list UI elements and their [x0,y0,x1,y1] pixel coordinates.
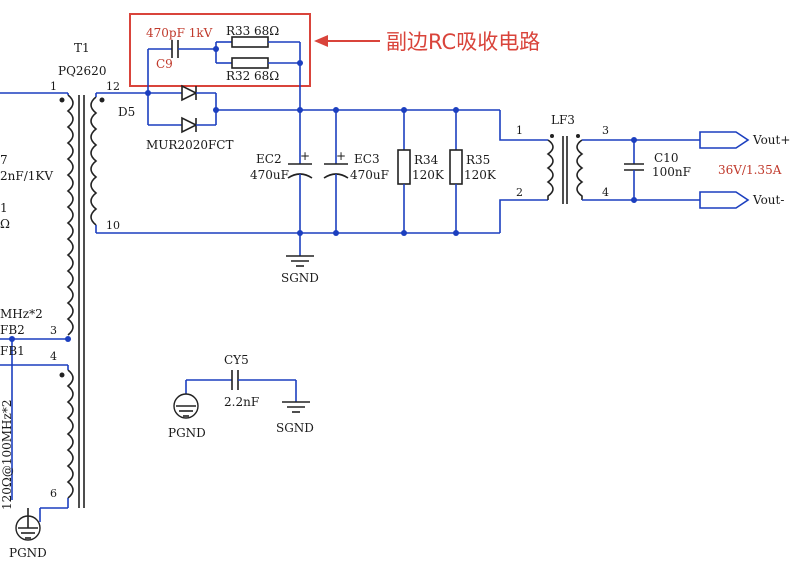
annotation-label: 副边RC吸收电路 [386,30,540,54]
ec3-value: 470uF [350,168,389,182]
lf3-pin-3: 3 [602,124,609,137]
cut-label-4: Ω [0,217,10,231]
cut-label-3: 1 [0,201,8,215]
t1-primary-winding [66,94,74,336]
vout-neg-port [699,191,750,209]
t1-pin-10: 10 [106,219,120,232]
lf3-pin-2: 2 [516,186,523,199]
c9-value: 470pF 1kV [146,26,213,40]
t1-pin-12: 12 [106,80,120,93]
vout-neg-label: Vout- [752,193,784,207]
svg-text:+: + [336,149,346,163]
r33-value: 68Ω [254,24,279,38]
snubber-highlight-box [129,13,311,87]
t1-ref: T1 [74,41,90,55]
cut-label-bead: 120Ω@100MHz*2 [0,400,14,510]
lf3-pin-1: 1 [516,124,523,137]
pgnd-symbol-cy5 [173,393,199,419]
vout-pos-port [699,131,750,149]
pgnd-symbol-left [15,508,41,541]
t1-pin-4: 4 [50,350,57,363]
r32-ref: R32 [226,69,250,83]
ec3-capacitor: + [323,110,349,233]
c10-capacitor [624,140,644,200]
c10-value: 100nF [652,165,691,179]
t1-pin-6: 6 [50,487,57,500]
r34-resistor [397,110,411,233]
t1-aux-winding [66,369,74,499]
r32-resistor [216,57,300,69]
r33-ref: R33 [226,24,250,38]
cut-label-fb2: FB2 [0,323,25,337]
c9-capacitor [147,40,216,93]
t1-pin-3: 3 [50,324,57,337]
r35-resistor [449,110,463,233]
lf3-pin-4: 4 [602,186,609,199]
ec2-value: 470uF [250,168,289,182]
vout-pos-label: Vout+ [752,133,790,147]
ec3-ref: EC3 [354,152,380,166]
sgnd-symbol-main [286,233,314,267]
d5-ref: D5 [118,105,135,119]
r33-resistor [215,36,300,63]
sgnd-symbol-cy5 [282,401,310,413]
t1-core [78,95,85,508]
svg-text:+: + [300,149,310,163]
r35-ref: R35 [466,153,490,167]
pgnd-label-cy5: PGND [168,426,206,440]
r32-value: 68Ω [254,69,279,83]
lf3-filter [546,134,584,204]
output-rating: 36V/1.35A [718,163,782,177]
ec2-capacitor: + [287,110,313,233]
cy5-ref: CY5 [224,353,249,367]
annotation-arrow [314,35,380,47]
cut-label-2: 2nF/1KV [0,169,53,183]
pgnd-label-left: PGND [9,546,47,560]
cut-label-1: 7 [0,153,8,167]
cut-label-fb1: FB1 [0,344,25,358]
cut-label-5: MHz*2 [0,307,43,321]
ec2-ref: EC2 [256,152,282,166]
c9-ref: C9 [156,57,173,71]
d5-diode [147,84,217,134]
r35-value: 120K [464,168,497,182]
sgnd-label-main: SGND [281,271,319,285]
t1-model: PQ2620 [58,64,106,78]
sgnd-label-cy5: SGND [276,421,314,435]
lf3-ref: LF3 [551,113,575,127]
t1-secondary-winding [90,96,98,226]
cy5-capacitor [185,370,297,402]
t1-pin-1: 1 [50,80,57,93]
cy5-value: 2.2nF [224,395,259,409]
r34-value: 120K [412,168,445,182]
d5-model: MUR2020FCT [146,138,234,152]
c10-ref: C10 [654,151,678,165]
r34-ref: R34 [414,153,439,167]
